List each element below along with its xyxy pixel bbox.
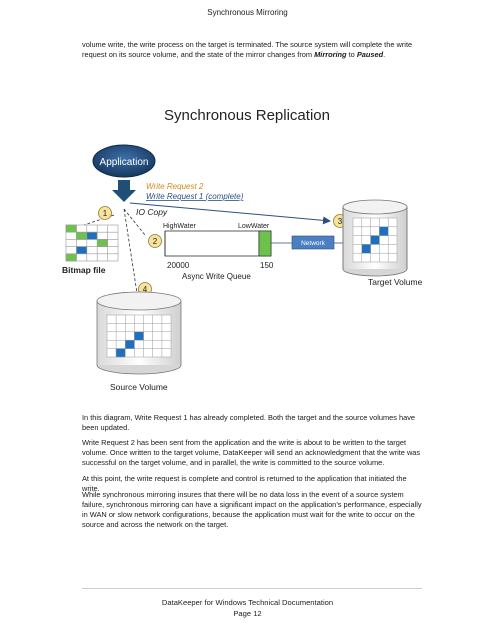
write-request-2-label: Write Request 2 [146,182,204,191]
queue-high-value: 20000 [167,261,190,270]
step-2-marker: 2 [148,234,162,248]
high-water-label: HighWater [163,223,196,230]
svg-text:3: 3 [338,217,343,226]
paragraph-1: In this diagram, Write Request 1 has alr… [82,413,416,432]
intro-paragraph: volume write, the write process on the t… [82,40,422,60]
paragraph-4: While synchronous mirroring insures that… [82,490,422,529]
intro-text-mid: to [346,50,357,59]
svg-text:2: 2 [153,237,158,246]
low-water-label: LowWater [238,223,270,230]
footer-doc-title: DataKeeper for Windows Technical Documen… [161,598,334,607]
queue-low-value: 150 [260,261,274,270]
source-volume-label: Source Volume [110,382,168,392]
network-label: Network [301,240,326,247]
write-request-arrow [129,202,331,225]
dashed-link-source [123,208,138,294]
network-icon: Network [291,235,335,250]
step-1-marker: 1 [98,206,112,220]
io-copy-label: IO Copy [136,207,168,217]
application-label: Application [100,157,149,168]
svg-text:4: 4 [143,285,148,294]
footer-divider [82,588,422,589]
paragraph-2: Write Request 2 has been sent from the a… [82,438,421,467]
async-write-queue-bar [164,230,272,257]
state-mirroring: Mirroring [314,50,347,59]
dashed-link-queue [123,208,146,236]
bitmap-label: Bitmap file [62,265,106,275]
intro-text-before: volume write, the write process on the t… [82,40,413,59]
write-request-1-label: Write Request 1 (complete) [146,192,244,201]
queue-label: Async Write Queue [182,272,251,281]
paragraph-3: At this point, the write request is comp… [82,474,407,493]
synchronous-replication-diagram: Synchronous Replication Application Writ… [62,107,423,392]
target-volume-cylinder [342,199,408,277]
bitmap-grid [65,224,119,262]
page-header: Synchronous Mirroring [207,8,288,17]
diagram-title: Synchronous Replication [164,107,330,124]
application-node: Application [92,144,156,178]
svg-text:1: 1 [103,209,108,218]
footer-page-number: Page 12 [233,609,262,618]
source-volume-cylinder [96,291,182,375]
state-paused: Paused [356,50,384,59]
target-volume-label: Target Volume [368,277,423,287]
down-arrow-icon [112,180,136,202]
intro-text-end: . [383,50,386,59]
